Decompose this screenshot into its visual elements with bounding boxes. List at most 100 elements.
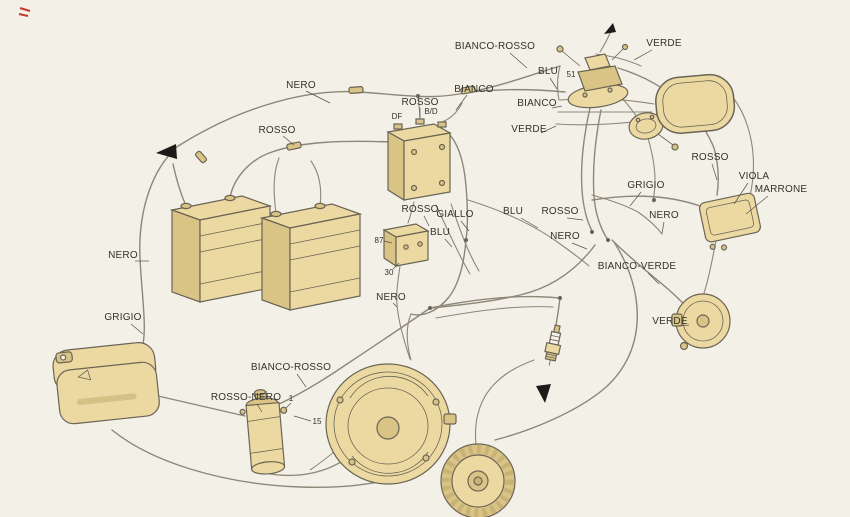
wire bbox=[172, 163, 187, 207]
battery-cell-lines bbox=[199, 221, 271, 285]
wire bbox=[273, 157, 280, 215]
wire bbox=[611, 239, 694, 314]
wire bbox=[431, 244, 596, 309]
connector bbox=[286, 141, 302, 151]
terminal-label-51: 51 bbox=[567, 70, 576, 79]
battery-terminal bbox=[314, 202, 326, 210]
dimmer-lever bbox=[657, 133, 674, 146]
wire bbox=[406, 313, 412, 361]
terminal-label-15: 15 bbox=[313, 417, 322, 426]
wire-label-nero: NERO bbox=[108, 250, 138, 261]
tail-lamp-center bbox=[696, 314, 710, 328]
junction-dot bbox=[558, 296, 562, 300]
rear-light-lens bbox=[705, 199, 755, 236]
terminal-label-30: 30 bbox=[385, 268, 394, 277]
leader-line bbox=[678, 324, 690, 327]
wire bbox=[591, 195, 701, 207]
horn-arrow-emboss bbox=[77, 369, 92, 381]
wire-label-verde: VERDE bbox=[511, 124, 547, 135]
battery-front bbox=[199, 205, 271, 303]
wire bbox=[467, 199, 590, 267]
connector bbox=[460, 85, 476, 95]
leader-line bbox=[733, 182, 749, 205]
wire bbox=[407, 201, 415, 224]
backplate-bolt bbox=[422, 454, 430, 462]
wire-label-blu: BLU bbox=[538, 66, 558, 77]
dimmer-face bbox=[635, 118, 657, 134]
switch-cap bbox=[584, 53, 611, 71]
horn-unit bbox=[52, 342, 160, 425]
coil-terminal-15 bbox=[280, 406, 288, 414]
wire-label-marrone: MARRONE bbox=[755, 184, 808, 195]
regulator-terminal bbox=[437, 121, 447, 128]
leader-line bbox=[661, 221, 665, 234]
battery-side bbox=[261, 217, 291, 311]
wire-label-giallo: GIALLO bbox=[436, 209, 473, 220]
wire-label-blu: BLU bbox=[430, 227, 450, 238]
leader-line bbox=[551, 105, 563, 109]
regulator-terminal bbox=[415, 118, 425, 125]
regulator-screw bbox=[410, 184, 418, 192]
wire-label-verde: VERDE bbox=[646, 38, 682, 49]
battery-front bbox=[289, 213, 361, 311]
regulator-side bbox=[387, 130, 405, 202]
backplate-bolt bbox=[432, 398, 440, 406]
brake-shoe-bottom bbox=[351, 451, 429, 474]
brake-lever bbox=[309, 451, 335, 471]
leader-line bbox=[130, 323, 144, 335]
wire bbox=[396, 265, 411, 360]
wire bbox=[599, 30, 612, 53]
rectifier-front bbox=[395, 230, 429, 267]
regulator-screw bbox=[410, 148, 418, 156]
plug-thread bbox=[545, 353, 557, 359]
backplate-inner bbox=[347, 387, 429, 465]
tail-lamp bbox=[671, 293, 731, 351]
wire bbox=[276, 307, 431, 406]
leader-line bbox=[383, 240, 393, 244]
brake-shoe-top bbox=[349, 375, 429, 399]
switch-screw bbox=[607, 87, 613, 93]
backplate-bolt bbox=[336, 396, 344, 404]
leader-line bbox=[305, 90, 331, 104]
leader-line bbox=[520, 217, 539, 229]
arrow-top bbox=[604, 23, 616, 34]
headlamp bbox=[655, 73, 736, 134]
junction-dot bbox=[606, 238, 610, 242]
leader-line bbox=[647, 272, 660, 285]
wire bbox=[591, 194, 663, 235]
coil-terminal-1 bbox=[239, 408, 246, 415]
battery-terminal bbox=[180, 202, 192, 210]
wire-label-viola: VIOLA bbox=[739, 171, 770, 182]
leader-line bbox=[629, 191, 642, 207]
rear-light-body bbox=[698, 192, 761, 243]
wire-label-rosso-nero: ROSSO-NERO bbox=[211, 392, 281, 403]
wire bbox=[157, 395, 246, 417]
wire bbox=[580, 107, 593, 232]
leader-line bbox=[293, 415, 312, 422]
wire-label-verde: VERDE bbox=[652, 316, 688, 327]
flywheel bbox=[440, 443, 516, 517]
direction-arrows bbox=[156, 23, 616, 403]
coil-bottom bbox=[251, 461, 286, 475]
terminal-label-87: 87 bbox=[375, 236, 384, 245]
wire-label-bianco-rosso: BIANCO-ROSSO bbox=[455, 41, 535, 52]
rectifier bbox=[382, 223, 430, 268]
leader-line bbox=[455, 94, 468, 111]
switch-lever-knob bbox=[556, 45, 564, 53]
backplate-bolt bbox=[348, 458, 356, 466]
wire bbox=[494, 241, 638, 441]
rear-light-terminal bbox=[709, 243, 716, 250]
flywheel-fins bbox=[441, 444, 515, 517]
leader-line bbox=[444, 238, 453, 248]
battery-terminal bbox=[224, 194, 236, 202]
wire bbox=[474, 359, 535, 445]
headlamp-rim bbox=[662, 80, 728, 128]
brake-backplate bbox=[309, 363, 457, 485]
wire-label-rosso: ROSSO bbox=[691, 152, 728, 163]
voltage-regulator bbox=[386, 118, 452, 202]
backplate-rim bbox=[333, 371, 443, 477]
plug-electrode bbox=[548, 359, 551, 366]
wiring-harness bbox=[111, 30, 754, 488]
leader-line bbox=[509, 52, 528, 69]
